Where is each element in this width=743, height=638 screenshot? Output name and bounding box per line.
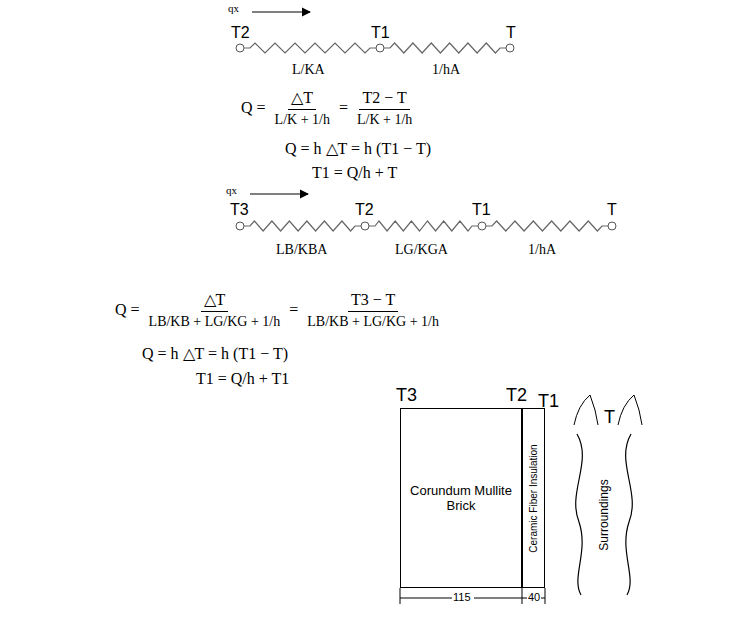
node-dot [376,44,384,52]
dimension-line [522,598,527,599]
numerator: △T [288,88,316,110]
heat-flow-arrow [252,11,310,12]
heat-wave [618,395,642,425]
temperature-label: T1 [472,201,491,219]
node-dot [478,222,486,230]
node-label: Surroundings [597,479,611,550]
resistor-symbol [369,221,478,231]
dimension-tick [400,588,401,604]
resistance-label: LG/KGA [395,242,448,257]
heat-flow-arrow [250,193,308,194]
temperature-label: T3 [230,201,249,219]
equation: Q = h △T = h (T1 − T) [285,140,431,158]
equation: Q =△TL/K + 1/h=T2 − TL/K + 1/h [238,88,418,128]
temperature-label: T [607,201,617,219]
flux-label: qx [228,2,239,14]
temperature-label: T2 [506,386,527,406]
node-dot [236,44,244,52]
resistance-label: L/KA [292,62,325,77]
heat-wave [574,395,598,425]
denominator: L/K + 1/h [354,110,415,128]
insulation-layer: Ceramic Fiber Insulation [522,408,545,588]
fraction: △TLB/KB + LG/KG + 1/h [146,290,284,330]
dimension-value: 115 [453,591,471,603]
dimension-line [400,598,452,599]
resistance-label: LB/KBA [276,242,327,257]
fraction: T2 − TL/K + 1/h [354,89,415,128]
resistance-label: 1/hA [432,62,460,77]
denominator: L/K + 1/h [272,110,333,128]
resistor-symbol [384,43,506,53]
denominator: LB/KB + LG/KG + 1/h [304,312,442,330]
node-dot [608,222,616,230]
temperature-label: T2 [231,24,250,42]
surroundings-region: Surroundings [565,432,643,597]
dimension-tick [545,588,546,604]
equation: T1 = Q/h + T1 [196,370,289,388]
temperature-label: T1 [371,24,390,42]
fraction: △TL/K + 1/h [272,88,333,128]
resistor-symbol [244,221,361,231]
brick-layer: Corundum Mullite Brick [400,408,522,588]
equation-part: = [339,99,348,117]
resistor-symbol [244,43,376,53]
equation: Q =△TLB/KB + LG/KG + 1/h=T3 − TLB/KB + L… [112,290,445,330]
dimension-value: 40 [528,591,540,603]
temperature-label: T [604,408,615,428]
dimension-tick [522,588,523,604]
node-dot [236,222,244,230]
equation-part: Q = [241,99,266,117]
numerator: T2 − T [359,89,409,110]
equation: T1 = Q/h + T [312,164,397,182]
node-dot [506,44,514,52]
dimension-line [474,598,522,599]
node-label: Corundum Mullite Brick [406,483,516,513]
flux-label: qx [226,184,237,196]
fraction: T3 − TLB/KB + LG/KG + 1/h [304,291,442,330]
numerator: T3 − T [348,291,398,312]
equation-part: = [289,301,298,319]
temperature-label: T3 [396,386,417,406]
equation: Q = h △T = h (T1 − T) [142,345,288,363]
node-label: Ceramic Fiber Insulation [528,444,539,552]
resistor-symbol [486,221,608,231]
temperature-label: T [506,24,516,42]
denominator: LB/KB + LG/KG + 1/h [146,312,284,330]
resistance-label: 1/hA [528,242,556,257]
dimension-line [541,598,545,599]
equation-part: Q = [115,301,140,319]
numerator: △T [201,290,229,312]
temperature-label: T2 [355,201,374,219]
node-dot [361,222,369,230]
